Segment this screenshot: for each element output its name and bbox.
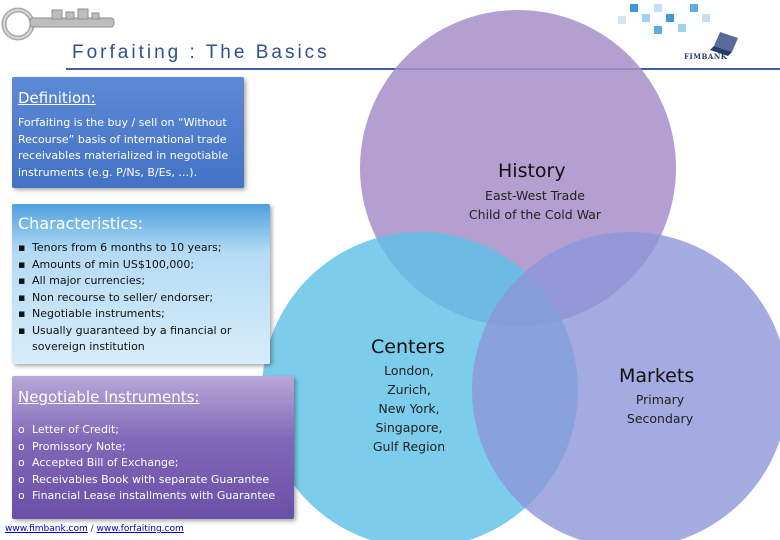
instrument-text: Receivables Book with separate Guarantee	[32, 472, 270, 486]
characteristic-text: Non recourse to seller/ endorser;	[32, 290, 214, 304]
fimbank-logo-text: FIMBANK	[684, 52, 728, 61]
centers-line: Singapore,	[375, 420, 443, 435]
list-item: o Promissory Note;	[18, 439, 290, 456]
list-item: ▪ Amounts of min US$100,000;	[18, 257, 258, 274]
list-item: o Letter of Credit;	[18, 422, 290, 439]
instruments-box: Negotiable Instruments: o Letter of Credi…	[12, 376, 294, 519]
characteristic-text: All major currencies;	[32, 274, 146, 287]
history-line: East-West Trade	[485, 188, 585, 203]
pixel-decoration-icon	[618, 4, 710, 34]
history-details: East-West Trade Child of the Cold War	[440, 186, 630, 224]
footer-links: www.fimbank.com / www.forfaiting.com	[5, 524, 184, 534]
page-title: Forfaiting : The Basics	[72, 42, 330, 63]
characteristic-text: Amounts of min US$100,000;	[32, 257, 195, 271]
centers-title: Centers	[371, 336, 445, 358]
forfaiting-link[interactable]: www.forfaiting.com	[96, 524, 184, 534]
list-item: o Financial Lease installments with Guara…	[18, 488, 290, 505]
markets-line: Primary	[635, 392, 685, 407]
fimbank-link[interactable]: www.fimbank.com	[5, 524, 88, 534]
characteristics-heading: Characteristics:	[18, 214, 144, 233]
bullet-icon: ▪	[18, 241, 26, 254]
characteristics-list: ▪ Tenors from 6 months to 10 years; ▪ Amou…	[18, 240, 258, 356]
markets-title: Markets	[619, 365, 695, 387]
definition-box: Definition: Forfaiting is the buy / sell…	[12, 77, 244, 188]
centers-line: New York,	[378, 401, 440, 416]
instrument-text: Letter of Credit;	[32, 423, 120, 436]
list-item: ▪ All major currencies;	[18, 273, 258, 290]
history-title: History	[498, 160, 566, 182]
characteristic-text: Tenors from 6 months to 10 years;	[32, 241, 222, 254]
instrument-text: Financial Lease installments with Guaran…	[32, 489, 276, 502]
characteristics-box: Characteristics: ▪ Tenors from 6 months t…	[12, 204, 270, 364]
characteristic-text: Usually guaranteed by a financial or sov…	[32, 323, 232, 354]
centers-details: London, Zurich, New York, Singapore, Gul…	[354, 361, 464, 456]
instruments-heading: Negotiable Instruments:	[18, 388, 200, 406]
centers-line: Gulf Region	[372, 439, 446, 454]
bullet-icon: ▪	[18, 274, 26, 287]
bullet-icon: o	[18, 489, 25, 502]
bullet-icon: o	[18, 439, 25, 453]
list-item: o Receivables Book with separate Guarante…	[18, 472, 290, 489]
instrument-text: Accepted Bill of Exchange;	[32, 456, 179, 469]
key-logo-icon	[1, 7, 115, 41]
characteristic-text: Negotiable instruments;	[32, 307, 165, 320]
bullet-icon: o	[18, 472, 25, 486]
fimbank-logo-icon	[710, 32, 738, 56]
definition-text: Forfaiting is the buy / sell on “Without…	[18, 116, 229, 179]
list-item: ▪ Tenors from 6 months to 10 years;	[18, 240, 258, 257]
list-item: ▪ Non recourse to seller/ endorser;	[18, 290, 258, 307]
bullet-icon: ▪	[18, 290, 26, 304]
bullet-icon: ▪	[18, 307, 26, 320]
markets-details: Primary Secondary	[610, 390, 710, 428]
link-separator: /	[87, 524, 97, 534]
centers-line: Zurich,	[387, 382, 431, 397]
bullet-icon: ▪	[18, 323, 26, 337]
list-item: ▪ Negotiable instruments;	[18, 306, 258, 323]
bullet-icon: o	[18, 456, 25, 469]
history-line: Child of the Cold War	[468, 207, 602, 222]
definition-heading: Definition:	[18, 89, 96, 107]
centers-line: London,	[384, 363, 434, 378]
bullet-icon: ▪	[18, 257, 26, 271]
list-item: ▪ Usually guaranteed by a financial or so…	[18, 323, 258, 356]
bullet-icon: o	[18, 423, 25, 436]
markets-line: Secondary	[626, 411, 694, 426]
instrument-text: Promissory Note;	[32, 439, 126, 453]
list-item: o Accepted Bill of Exchange;	[18, 455, 290, 472]
markets-circle	[472, 232, 780, 540]
